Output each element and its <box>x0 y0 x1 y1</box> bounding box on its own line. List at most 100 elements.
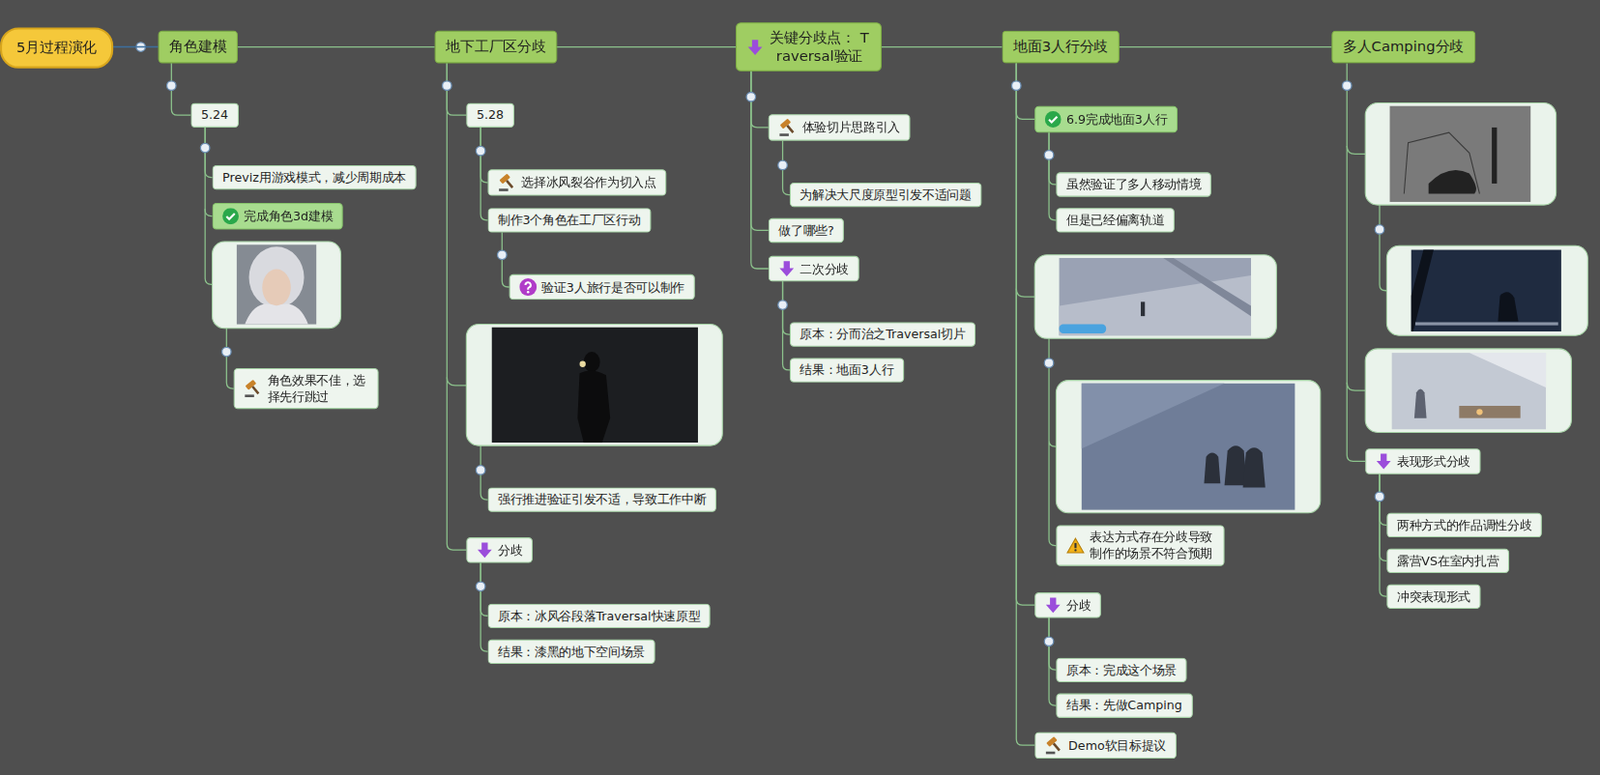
topic-text: 为解决大尺度原型引发不适问题 <box>799 186 971 204</box>
topic-text: 强行推进验证引发不适，导致工作中断 <box>497 492 706 509</box>
arrow-icon <box>476 541 494 559</box>
subtopic-box: 结果：漆黑的地下空间场景 <box>488 640 656 665</box>
topic-text: 虽然验证了多人移动情境 <box>1066 176 1201 194</box>
image-branches <box>204 145 1387 547</box>
subtopic-box: 5.24 <box>190 103 238 128</box>
topic-text: 露营VS在室内扎营 <box>1396 552 1499 570</box>
connector <box>113 46 159 48</box>
branch-dot <box>1012 81 1021 90</box>
topic-text: 地下工厂区分歧 <box>445 37 546 57</box>
subtopic-box: 分歧 <box>465 537 533 563</box>
image-card <box>1365 349 1571 434</box>
topic-text: 原本：分而治之Traversal切片 <box>799 326 965 344</box>
topic-text: 6.9完成地面3人行 <box>1066 111 1167 128</box>
subtopic-box: 结果：地面3人行 <box>789 357 904 382</box>
image-card <box>1055 380 1320 514</box>
topic-text: 表达方式存在分歧导致制作的场景不符合预期 <box>1089 529 1215 563</box>
branch-dot <box>1341 81 1351 90</box>
subtopic-box: 体验切片思路引入 <box>768 114 911 141</box>
connector <box>1379 474 1387 562</box>
topic-text: 体验切片思路引入 <box>802 118 901 136</box>
connector <box>1346 62 1366 462</box>
image-card <box>465 324 723 447</box>
topic-text: 选择冰风裂谷作为切入点 <box>521 174 656 191</box>
gavel-icon <box>1045 736 1064 756</box>
connector <box>783 281 790 371</box>
branch-dot <box>778 300 787 310</box>
subtopic-box: 露营VS在室内扎营 <box>1386 549 1509 574</box>
subtopic-box: 为解决大尺度原型引发不适问题 <box>789 182 982 207</box>
main-topic: 关键分歧点： Traversal验证 <box>735 22 882 72</box>
image-card <box>1365 103 1556 206</box>
warning-icon <box>1066 537 1085 554</box>
main-topic: 角色建模 <box>158 30 238 64</box>
topic-text: 5月过程演化 <box>16 38 97 58</box>
branch-dot <box>1374 492 1384 501</box>
topic-text: 但是已经偏离轨道 <box>1066 211 1164 229</box>
subtopic-box: 但是已经偏离轨道 <box>1055 207 1174 233</box>
topic-text: 两种方式的作品调性分歧 <box>1396 517 1532 534</box>
subtopic-box: 5.28 <box>465 103 514 128</box>
subtopic-box: 表达方式存在分歧导致制作的场景不符合预期 <box>1055 524 1224 566</box>
subtopic-box: 角色效果不佳，选择先行跳过 <box>233 368 379 409</box>
topic-text: 关键分歧点： Traversal验证 <box>768 29 872 66</box>
topic-text: 分歧 <box>1066 597 1091 614</box>
done-subtopic-box: 完成角色3d建模 <box>212 203 344 230</box>
subtopic-box: 选择冰风裂谷作为切入点 <box>488 169 668 196</box>
subtopic-box: 两种方式的作品调性分歧 <box>1386 513 1542 538</box>
central-topic: 5月过程演化 <box>0 27 114 68</box>
subtopic-box: 分歧 <box>1034 592 1102 618</box>
subtopic-box: 表现形式分歧 <box>1365 448 1481 474</box>
topic-text: 结果：地面3人行 <box>799 362 894 379</box>
subtopic-box: 原本：分而治之Traversal切片 <box>789 321 976 347</box>
branch-dot <box>475 581 485 591</box>
topic-text: 地面3人行分歧 <box>1013 37 1108 57</box>
done-subtopic-box: 6.9完成地面3人行 <box>1034 106 1177 133</box>
arrow-icon <box>778 260 795 278</box>
topic-text: 结果：漆黑的地下空间场景 <box>497 643 645 661</box>
subtopic-box: 冲突表现形式 <box>1386 584 1481 610</box>
subtopic-box: 原本：冰风谷段落Traversal快速原型 <box>488 604 711 629</box>
branch-dot <box>497 250 507 260</box>
check-icon <box>222 207 239 225</box>
connector <box>480 562 488 652</box>
topic-text: 冲突表现形式 <box>1396 588 1471 606</box>
topic-text: 角色建模 <box>169 37 227 57</box>
image-card <box>1034 255 1277 340</box>
connector <box>204 127 212 217</box>
topic-text: 5.28 <box>476 107 504 124</box>
connector <box>1048 132 1056 221</box>
topic-text: 完成角色3d建模 <box>243 207 333 225</box>
question-icon <box>519 278 537 296</box>
topic-text: 多人Camping分歧 <box>1342 37 1464 57</box>
topic-text: 分歧 <box>497 542 523 559</box>
subtopic-box: 原本：完成这个场景 <box>1055 658 1187 683</box>
topic-text: 结果：先做Camping <box>1066 698 1183 715</box>
topic-text: 验证3人旅行是否可以制作 <box>541 279 684 296</box>
topic-text: 二次分歧 <box>799 261 849 278</box>
connector <box>1016 62 1035 606</box>
topic-text: 表现形式分歧 <box>1396 453 1471 470</box>
subtopic-box: 强行推进验证引发不适，导致工作中断 <box>488 487 717 512</box>
gavel-icon <box>497 173 517 192</box>
arrow-icon <box>747 38 764 57</box>
image-card <box>1386 245 1588 336</box>
branch-dot <box>442 81 452 90</box>
topic-text: 角色效果不佳，选择先行跳过 <box>267 372 369 406</box>
branch-dot <box>1044 637 1053 646</box>
branch-dot <box>746 92 756 102</box>
branch-dot <box>778 160 787 170</box>
topic-text: 做了哪些? <box>778 222 834 239</box>
subtopic-box: 做了哪些? <box>768 218 845 243</box>
connector <box>1016 62 1035 119</box>
main-topic: 多人Camping分歧 <box>1331 30 1475 64</box>
gavel-icon <box>243 379 262 399</box>
arrow-icon <box>1045 596 1062 614</box>
main-topic: 地下工厂区分歧 <box>435 30 558 64</box>
topic-text: Previz用游戏模式，减少周期成本 <box>222 169 407 186</box>
connector <box>1048 617 1056 706</box>
arrow-icon <box>1375 453 1393 471</box>
connector <box>446 62 466 551</box>
